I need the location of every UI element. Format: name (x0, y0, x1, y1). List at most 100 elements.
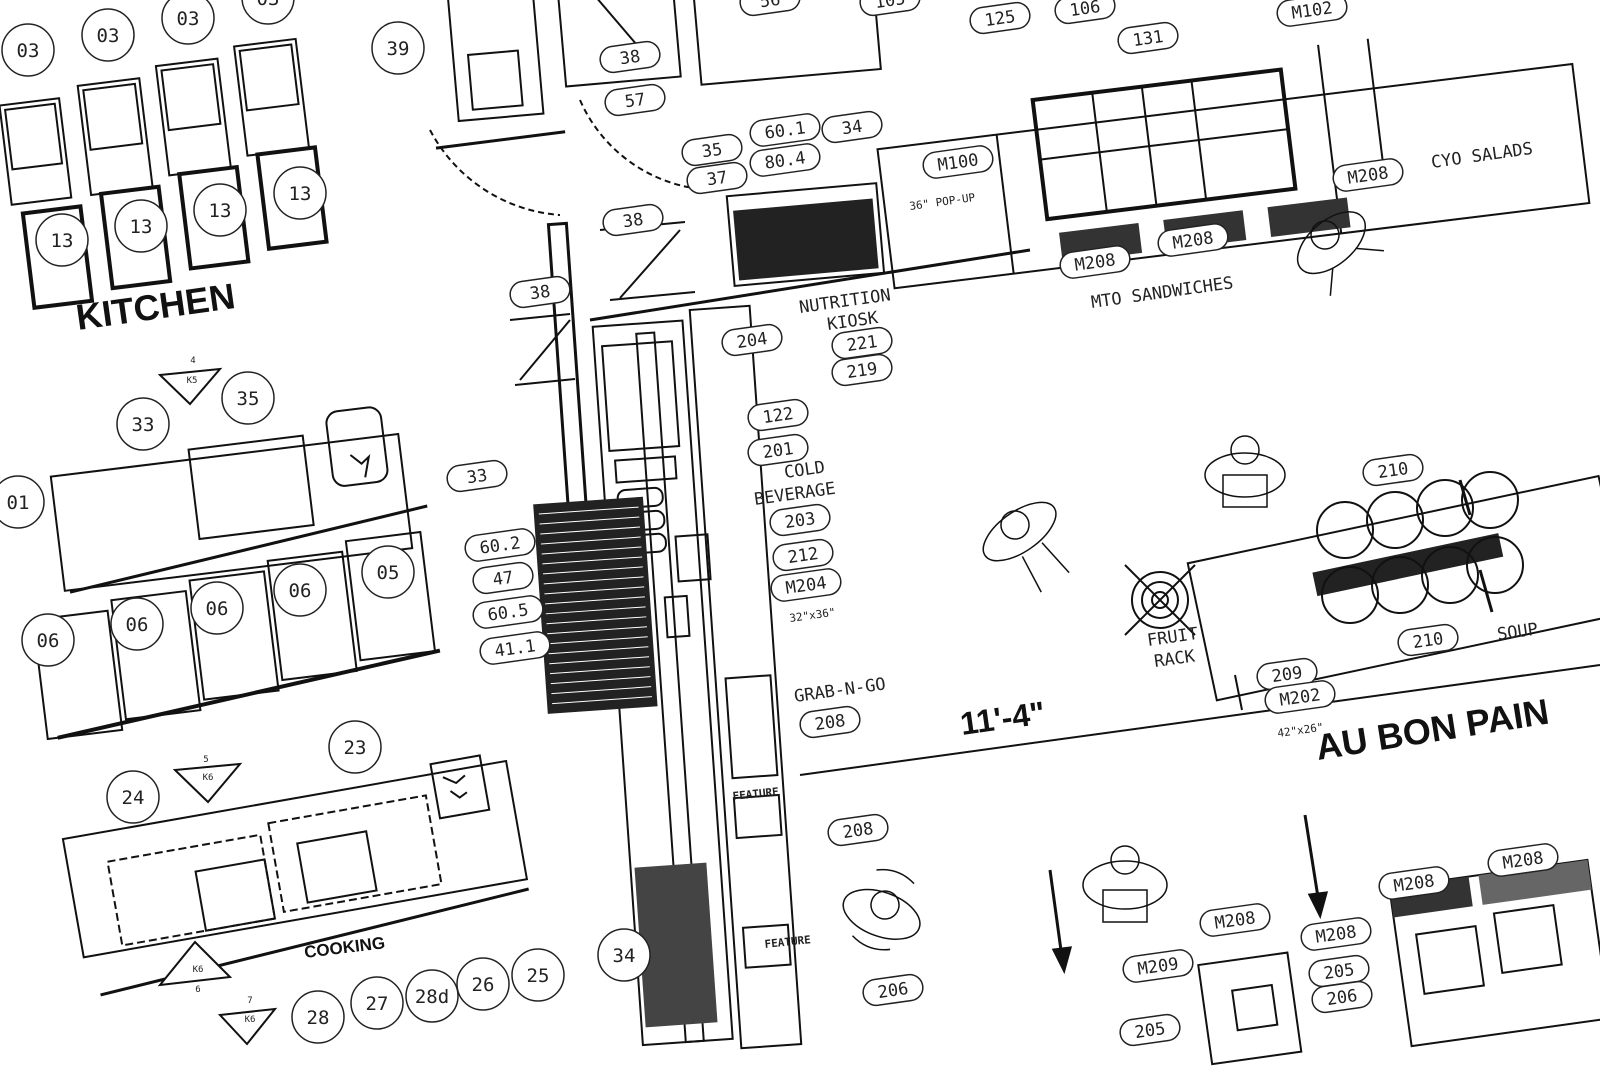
pill-tag: M100 (922, 145, 994, 179)
pill-tag-label: 38 (529, 282, 552, 305)
pill-tag: 38 (602, 203, 664, 237)
pill-tag-label: 37 (706, 168, 729, 191)
pill-tag: 105 (859, 0, 921, 17)
circle-tag-label: 13 (130, 216, 153, 238)
section-6-bottom: 6 (195, 985, 200, 995)
pill-tag-label: 206 (877, 979, 910, 1003)
pill-tag: M208 (1300, 917, 1372, 951)
pill-tag: 203 (769, 503, 831, 537)
note-soup: SOUP (1496, 619, 1539, 645)
section-marker-labels: 4 K5 5 K6 K6 6 7 K6 (187, 356, 256, 1025)
pill-tag: 204 (721, 323, 783, 357)
pill-tag-label: 106 (1069, 0, 1102, 21)
circle-tag: 26 (456, 957, 510, 1011)
pill-tag: 201 (747, 433, 809, 467)
note-feature-1: FEATURE (732, 785, 779, 803)
pill-tag-label: 131 (1132, 27, 1165, 51)
circle-tag-label: 39 (387, 38, 410, 60)
note-rack: RACK (1153, 646, 1197, 672)
circle-tag: 35 (221, 371, 275, 425)
pill-tag-label: 205 (1134, 1019, 1167, 1043)
soup-wells (1316, 471, 1524, 624)
circle-tag-label: 33 (132, 414, 155, 436)
pill-tag: 57 (604, 83, 666, 117)
pill-tag-label: 201 (762, 439, 795, 463)
section-5-bottom: K6 (203, 773, 214, 783)
circle-tag-label: 27 (366, 993, 389, 1015)
pill-tag: 41.1 (479, 631, 551, 665)
fruit-rack-symbol (1124, 564, 1196, 636)
pill-tag-label: 125 (984, 7, 1017, 31)
circle-tag: 13 (35, 213, 89, 267)
circle-tag: 13 (114, 199, 168, 253)
grill-panel (725, 182, 886, 287)
cooking-line (61, 754, 530, 997)
pill-tag-label: 212 (787, 544, 820, 568)
circle-tag-label: 35 (237, 388, 260, 410)
circle-tag: 33 (116, 397, 170, 451)
pill-tag: M204 (770, 568, 842, 602)
pill-tag-label: 34 (841, 117, 864, 140)
circle-tag-label: 06 (206, 598, 229, 620)
pill-tag-label: 38 (622, 210, 645, 233)
pill-tag: 60.2 (464, 528, 536, 562)
note-cold: COLD (783, 457, 826, 483)
flow-arrows (1048, 479, 1494, 975)
pill-tag: M208 (1157, 223, 1229, 257)
pill-tag: M208 (1378, 866, 1450, 900)
pill-tag: 38 (509, 275, 571, 309)
upper-wall (589, 248, 1031, 322)
person-figures (842, 211, 1385, 951)
pill-tag-label: 205 (1323, 960, 1356, 984)
pill-tag: 33 (446, 459, 508, 493)
pill-tag: 106 (1054, 0, 1116, 25)
circle-tag: 13 (273, 166, 327, 220)
pill-tag-label: M102 (1290, 0, 1333, 24)
pill-tag: 206 (862, 973, 924, 1007)
circle-tag: 06 (110, 597, 164, 651)
circle-tag: 01 (0, 475, 45, 529)
pill-tag: M208 (1332, 158, 1404, 192)
cooler-panel (533, 496, 658, 714)
pill-tag: 38 (599, 40, 661, 74)
circle-tag-label: 28 (307, 1007, 330, 1029)
pill-tag: 208 (827, 813, 889, 847)
circle-tag: 13 (193, 183, 247, 237)
circle-tag: 03 (161, 0, 215, 45)
circle-tag: 06 (273, 563, 327, 617)
equipment-circle-tags: 0303030339131313133335010506060606232434… (0, 0, 651, 1044)
circle-tag-label: 03 (97, 25, 120, 47)
circle-tag-label: 03 (177, 8, 200, 30)
pill-tag: 47 (472, 561, 534, 595)
pill-tag: 131 (1117, 21, 1179, 55)
circle-tag: 24 (106, 770, 160, 824)
circle-tag-label: 13 (289, 183, 312, 205)
circle-tag-label: 03 (257, 0, 280, 10)
pill-tag: 219 (831, 353, 893, 387)
pill-tag-label: 209 (1271, 663, 1304, 687)
pill-tag: 80.4 (749, 143, 821, 177)
pill-tag: 210 (1362, 453, 1424, 487)
dimension-label: 11'-4" (958, 694, 1047, 741)
door-swing (429, 129, 561, 216)
room-label-au-bon-pain: AU BON PAIN (1313, 691, 1552, 768)
pill-tag: 35 (681, 133, 743, 167)
pill-tag: 37 (686, 161, 748, 195)
circle-tag-label: 34 (613, 945, 636, 967)
circle-tag: 03 (81, 8, 135, 62)
circle-tag-label: 13 (51, 230, 74, 252)
circle-tag: 28d (405, 969, 459, 1023)
section-markers (157, 367, 278, 1046)
pill-tag: M208 (1059, 245, 1131, 279)
note-grab-n-go: GRAB-N-GO (793, 674, 887, 707)
pill-tag-label: 208 (842, 819, 875, 843)
circle-tag-label: 06 (37, 630, 60, 652)
pill-tag: 205 (1119, 1013, 1181, 1047)
dimension-line (799, 664, 1600, 776)
pill-tag: M209 (1122, 949, 1194, 983)
pill-tag: 56 (739, 0, 801, 17)
circle-tag: 34 (597, 928, 651, 982)
pill-tag-label: 204 (736, 329, 769, 353)
note-m204-size: 32"x36" (789, 606, 837, 625)
